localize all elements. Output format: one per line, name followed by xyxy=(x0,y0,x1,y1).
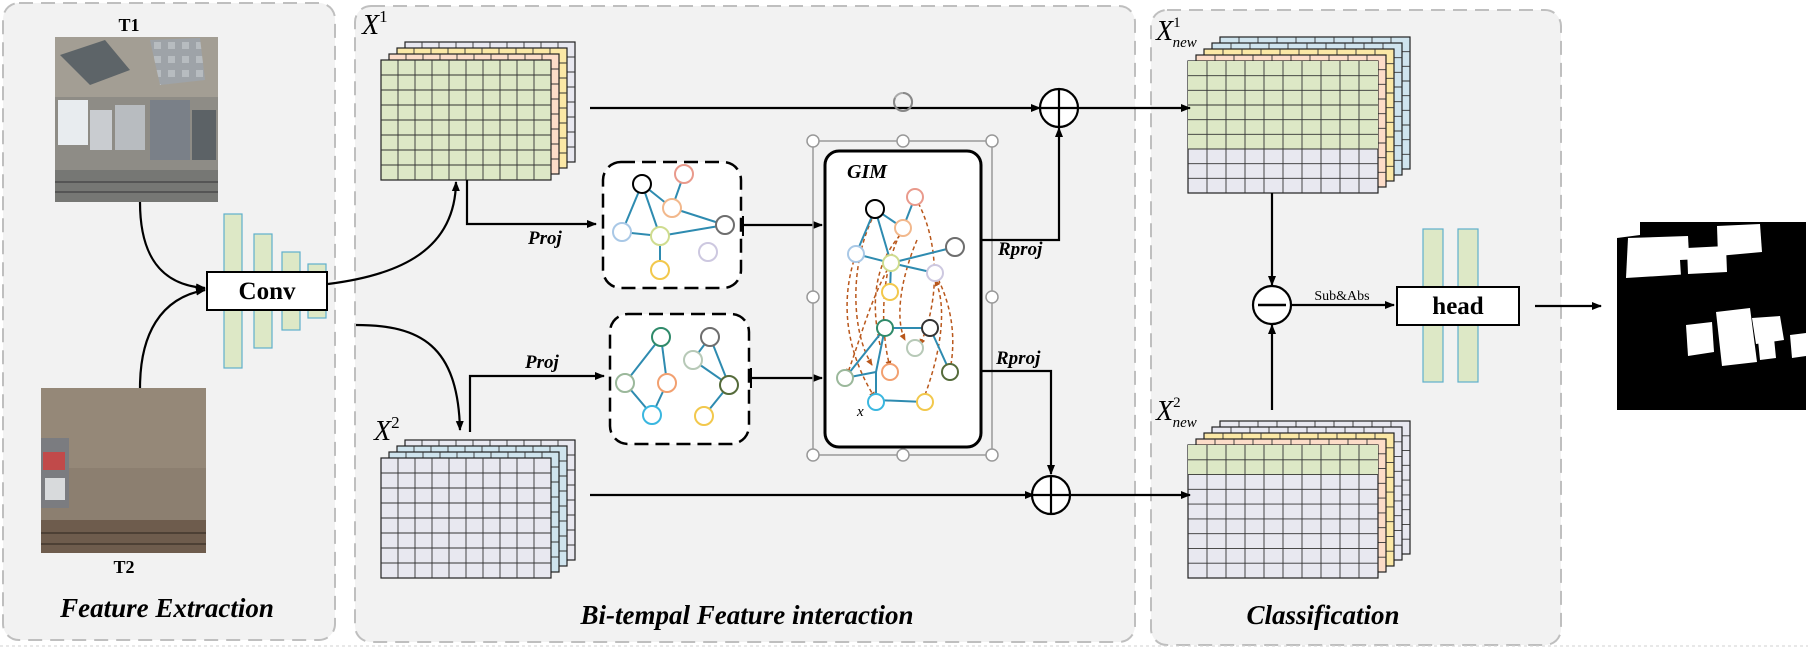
feature-extraction-title: Feature Extraction xyxy=(59,593,274,623)
rproj-top-arrow xyxy=(982,127,1063,242)
conv-to-x1-arrow xyxy=(327,181,460,286)
t1-aerial-image xyxy=(55,37,218,202)
x1-label: X1 xyxy=(361,7,388,41)
graph-to-gim-arrows xyxy=(742,216,823,388)
rproj-bottom-arrow xyxy=(982,369,1055,475)
x2new-feature-stack xyxy=(1187,420,1411,579)
conv-label: Conv xyxy=(239,278,296,305)
subabs-label: Sub&Abs xyxy=(1314,289,1369,304)
change-map-output xyxy=(1617,222,1806,410)
add-operator-top xyxy=(1038,87,1080,129)
graph-top-nodes xyxy=(612,164,735,280)
gim-label: GIM xyxy=(847,161,888,183)
gim-selection-frame xyxy=(806,134,999,462)
head-label: head xyxy=(1432,293,1484,320)
t2-aerial-image xyxy=(41,388,206,553)
proj-bottom-arrow xyxy=(468,372,605,432)
x1-feature-stack xyxy=(380,41,576,181)
add-operator-bottom xyxy=(1030,474,1072,516)
t2-label: T2 xyxy=(113,557,134,577)
x2-label: X2 xyxy=(373,413,400,447)
gim-graph-nodes xyxy=(836,188,965,411)
conv-block xyxy=(206,271,328,311)
graph-bottom-nodes xyxy=(615,327,739,426)
gim-box xyxy=(823,149,983,449)
t2-to-conv-arrow xyxy=(138,287,206,389)
subtract-operator xyxy=(1251,284,1293,326)
gim-node-label: x xyxy=(856,404,864,420)
proj-top-label: Proj xyxy=(527,228,563,249)
rproj-bottom-label: Rproj xyxy=(995,348,1041,369)
interaction-title: Bi-tempal Feature interaction xyxy=(579,600,913,630)
proj-bottom-label: Proj xyxy=(524,352,560,373)
classification-title: Classification xyxy=(1246,600,1399,630)
t1-label: T1 xyxy=(118,15,139,35)
rproj-top-label: Rproj xyxy=(997,239,1043,260)
proj-top-arrow xyxy=(465,180,597,228)
conv-to-x2-arrow xyxy=(355,323,464,431)
head-block xyxy=(1396,286,1520,326)
x2-feature-stack xyxy=(380,439,576,579)
x1new-feature-stack xyxy=(1187,36,1411,194)
rotate-handle-icon xyxy=(893,91,914,112)
t1-to-conv-arrow xyxy=(138,201,206,292)
